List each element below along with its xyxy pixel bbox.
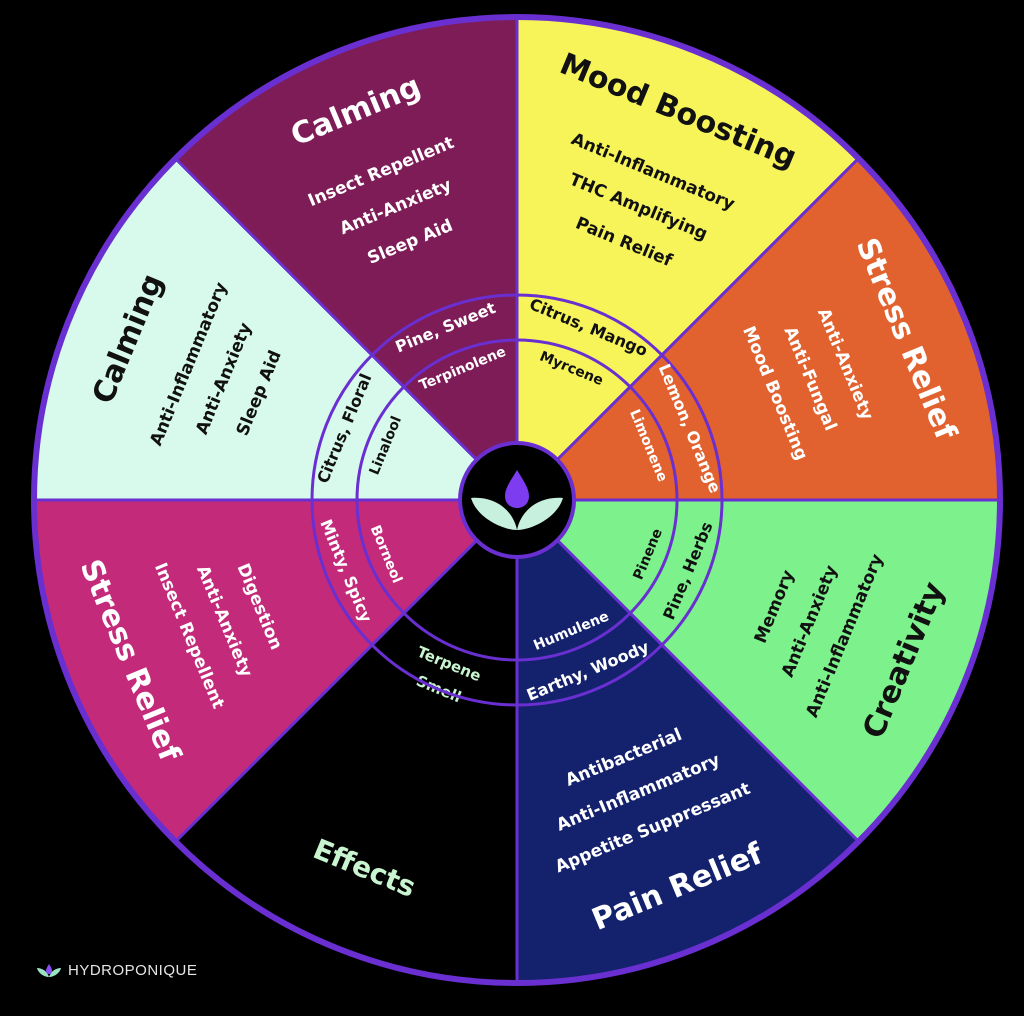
terpene-ring: [355, 338, 679, 662]
leaf-left-icon: [471, 497, 517, 530]
leaf-right-icon: [517, 497, 563, 530]
leaf-icon: [37, 963, 61, 977]
center-logo: [458, 441, 576, 559]
drop-icon: [505, 470, 529, 508]
brand-logo: HYDROPONIQUE: [36, 962, 197, 979]
brand-name: HYDROPONIQUE: [68, 962, 198, 979]
smell-ring: [310, 293, 724, 707]
outer-ring: [31, 14, 1003, 986]
